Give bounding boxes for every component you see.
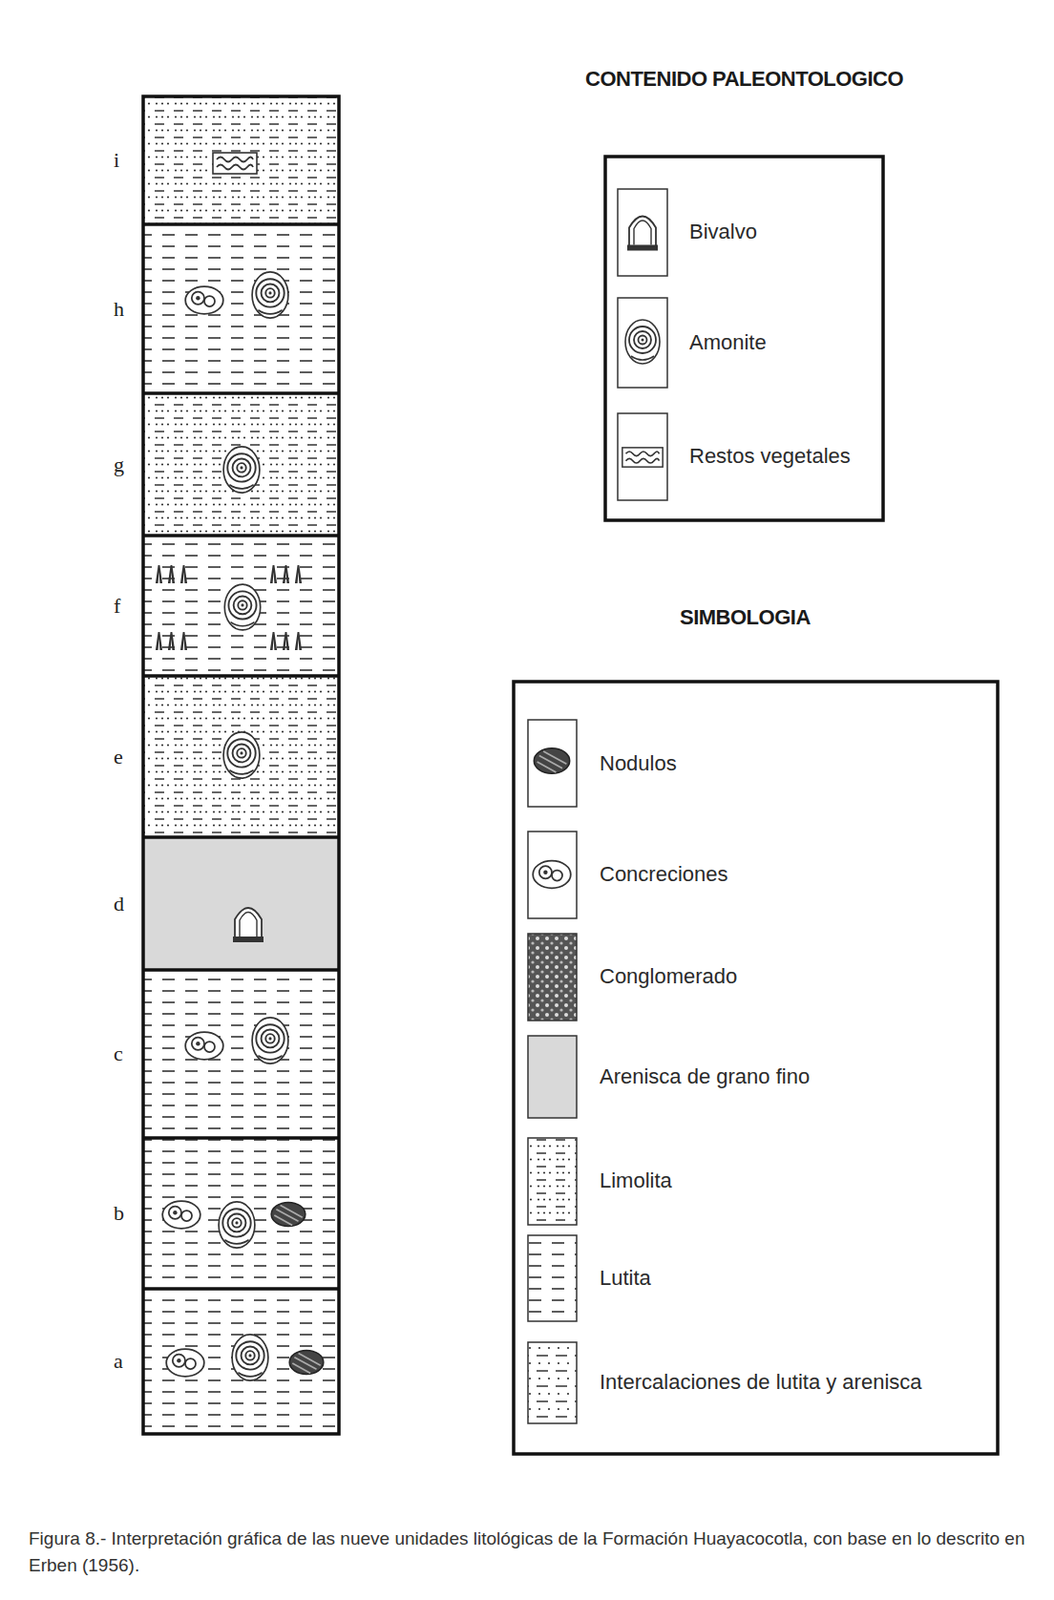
unit-letter: f [100,593,121,619]
legend-entry: Bivalvo [689,219,758,245]
legend-entry: Restos vegetales [689,443,851,469]
legend-entry: Arenisca de grano fino [599,1064,810,1090]
legend-text: Bivalvo [689,219,758,245]
rock-unit: c [100,969,339,1139]
legend-entry: Conglomerado [599,964,738,990]
legend-entry: Intercalaciones de lutita y arenisca [599,1370,923,1395]
section-heading: SIMBOLOGIA [679,605,811,631]
rock-unit: i [100,96,339,225]
unit-letter: c [100,1041,124,1067]
legend-text: Amonite [689,330,767,356]
legend-text: Lutita [599,1265,652,1291]
rock-unit: d [100,837,339,970]
unit-letter: d [100,891,125,917]
rock-unit: a [100,1288,339,1434]
rock-unit: h [100,224,339,394]
rock-unit: e [100,675,339,838]
legend-text: Arenisca de grano fino [599,1064,810,1090]
unit-letter: e [100,744,124,770]
legend-entry: Amonite [689,330,767,356]
figure-caption: Figura 8.- Interpretación gráfica de las… [28,1525,1032,1579]
legend-entry: Nodulos [599,751,677,777]
rock-unit: f [100,535,339,676]
unit-letter: g [100,452,125,478]
unit-letter: a [100,1349,124,1374]
unit-letter: h [100,296,125,322]
legend-text: Conglomerado [599,964,738,990]
legend-text: Concreciones [599,862,729,887]
rock-unit: g [100,393,339,536]
legend-text: Limolita [599,1168,673,1194]
section-heading: CONTENIDO PALEONTOLOGICO [585,66,904,92]
heading-wrap: SIMBOLOGIA [679,605,811,631]
legend-entry: Concreciones [599,862,729,887]
legend-text: Restos vegetales [689,443,851,469]
legend-entry: Limolita [599,1168,673,1194]
legend-entry: Lutita [599,1265,652,1291]
rock-unit: b [100,1138,339,1289]
caption-wrap: Figura 8.- Interpretación gráfica de las… [28,1525,1032,1579]
unit-letter: b [100,1201,125,1226]
legend-text: Nodulos [599,751,677,777]
unit-letter: i [100,147,120,173]
heading-wrap: CONTENIDO PALEONTOLOGICO [585,66,904,92]
legend-text: Intercalaciones de lutita y arenisca [599,1370,923,1395]
